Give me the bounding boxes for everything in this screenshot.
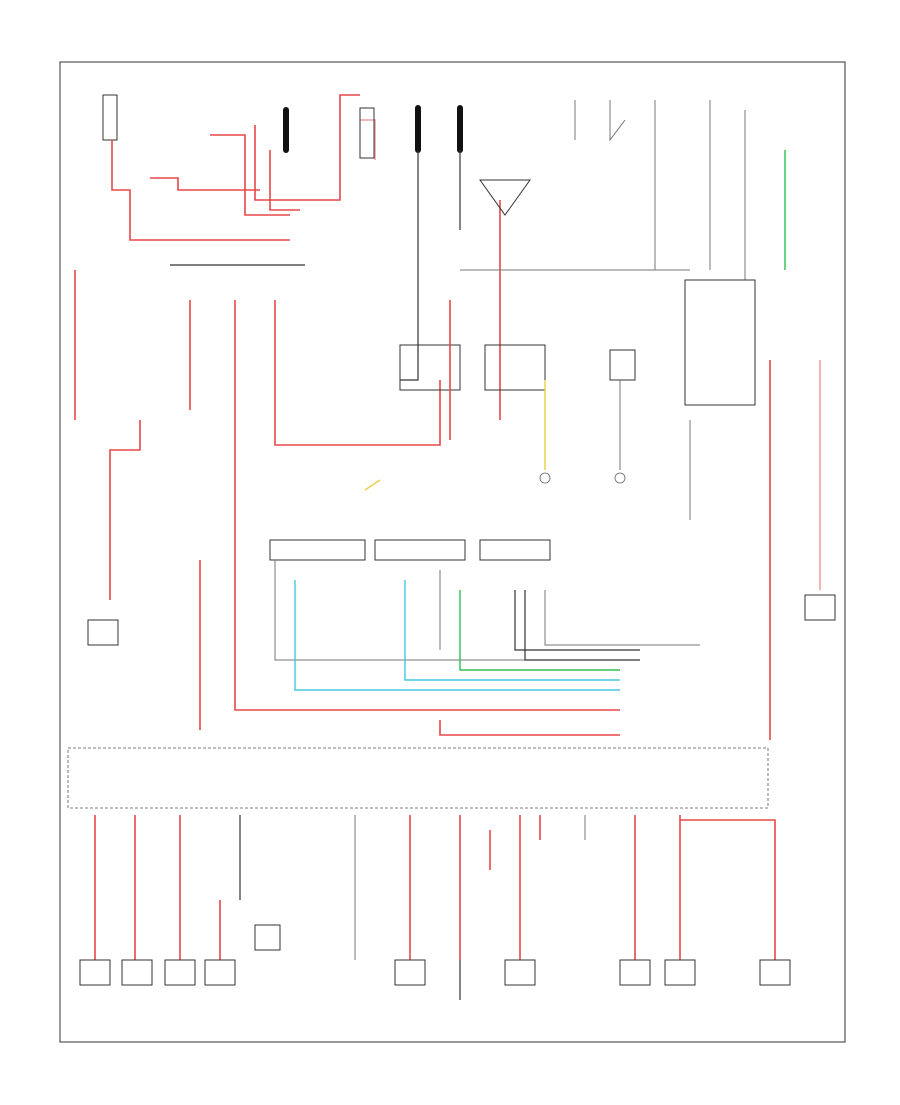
left-circuit-group [74,264,441,646]
battery-feed-group [102,94,531,420]
right-switch-group [574,100,836,740]
diagram-border [59,61,846,1043]
bottom-fuse-block [67,747,791,1000]
connector-block-group [199,539,700,736]
relay-center-group [364,269,690,491]
fuse-block-component [102,94,118,141]
